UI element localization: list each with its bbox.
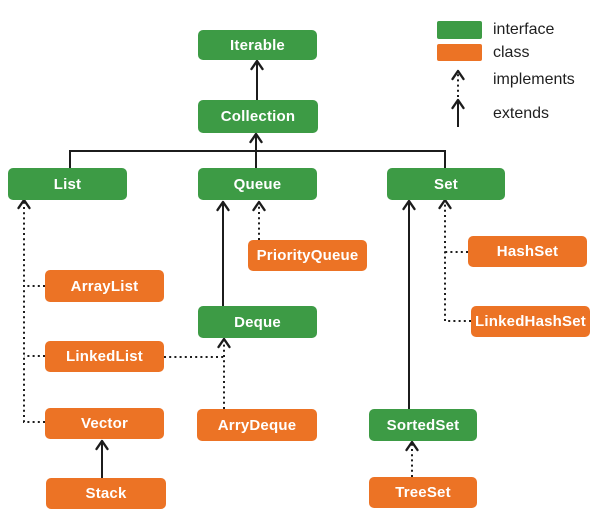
arrowhead-icon-set-implementors-trunk [438,198,452,210]
node-label: Vector [80,415,129,432]
arrowhead-icon-arrydeque-implements-deque [217,337,231,349]
node-label: LinkedHashSet [475,313,586,330]
interface-swatch [437,21,482,39]
arrowhead-icon-legend-extends-arrow [451,98,465,110]
arrowhead-icon-treeset-implements-sortedset [405,440,419,452]
node-label: Stack [85,485,127,502]
node-priorityqueue: PriorityQueue [248,240,367,271]
node-list: List [8,168,127,200]
node-label: Queue [233,175,282,193]
node-label: Deque [234,313,281,331]
node-sortedset: SortedSet [369,409,477,441]
arrowhead-icon-sortedset-extends-set [402,199,416,211]
node-label: SortedSet [386,416,460,434]
node-treeset: TreeSet [369,477,477,508]
arrowhead-icon-list-implementors-trunk [17,198,31,210]
node-deque: Deque [198,306,317,338]
node-label: Collection [220,108,296,125]
arrowhead-icon-collection-extends-iterable [250,59,264,71]
node-label: Iterable [230,36,285,54]
node-linkedhashset: LinkedHashSet [471,306,590,337]
node-label: ArryDeque [217,416,297,434]
legend-label-extends: extends [493,105,550,122]
edge-list-implementors-trunk [23,202,45,423]
node-collection: Collection [198,100,318,133]
arrowhead-icon-legend-implements-arrow [451,69,465,81]
legend-label-implements: implements [493,71,575,88]
arrowhead-icon-deque-extends-queue [216,200,230,212]
edge-list-set-extends-bus [69,150,446,168]
node-label: PriorityQueue [256,247,359,264]
node-iterable: Iterable [198,30,317,60]
edge-set-implementors-trunk [444,202,471,322]
node-label: LinkedList [65,348,143,365]
arrowhead-icon-queue-extends-collection [249,132,263,144]
node-arraylist: ArrayList [45,270,164,302]
node-vector: Vector [45,408,164,439]
legend-label-class: class [493,44,530,61]
node-arrydeque: ArryDeque [197,409,317,441]
node-hashset: HashSet [468,236,587,267]
node-label: HashSet [496,243,559,260]
arrowhead-icon-stack-extends-vector [95,439,109,451]
node-set: Set [387,168,505,200]
legend-label-interface: interface [493,21,555,38]
node-label: ArrayList [70,277,139,295]
node-queue: Queue [198,168,317,200]
node-label: List [53,175,82,193]
node-label: TreeSet [395,484,451,501]
node-stack: Stack [46,478,166,509]
class-swatch [437,44,482,61]
node-linkedlist: LinkedList [45,341,164,372]
arrowhead-icon-priorityqueue-implements-queue [252,200,266,212]
node-label: Set [434,175,458,193]
